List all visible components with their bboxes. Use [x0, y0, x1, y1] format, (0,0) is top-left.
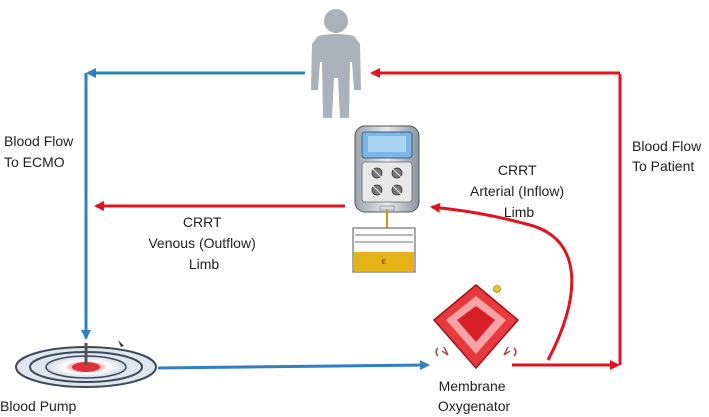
blood-pump-icon	[15, 340, 157, 388]
label-crrt-arterial-inflow-limb: CRRT Arterial (Inflow) Limb	[470, 162, 568, 220]
crrt-arterial-inflow-arrow	[430, 202, 574, 361]
label-crrt-venous-outflow-limb: CRRT Venous (Outflow) Limb	[148, 214, 259, 272]
patient-figure-icon	[311, 9, 361, 118]
label-blood-flow-to-ecmo: Blood Flow To ECMO	[4, 133, 77, 170]
blue-flow-pump-to-oxygenator	[157, 360, 430, 371]
crrt-bag-letter: E	[382, 260, 386, 266]
crrt-machine-icon: E	[352, 125, 420, 273]
red-flow-to-patient	[370, 68, 622, 370]
label-blood-pump: Blood Pump	[0, 398, 76, 414]
blue-flow-to-ecmo	[81, 68, 430, 371]
label-blood-flow-to-patient: Blood Flow To Patient	[632, 138, 705, 174]
label-membrane-oxygenator: Membrane Oxygenator	[438, 378, 511, 414]
membrane-oxygenator-icon	[432, 284, 520, 370]
